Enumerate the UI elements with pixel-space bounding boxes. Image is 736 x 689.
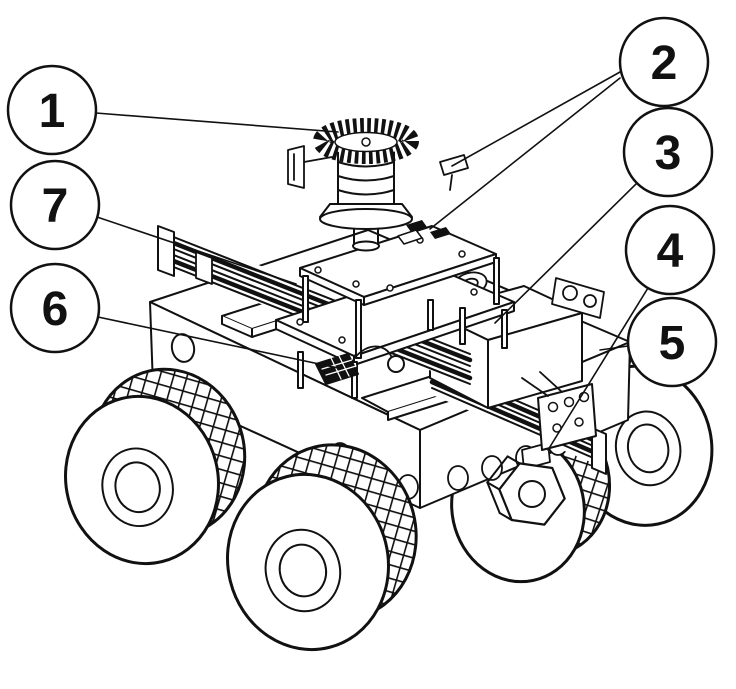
plate-module-b <box>406 220 427 232</box>
callout-6: 6 <box>9 262 101 354</box>
callout-5: 5 <box>626 296 718 388</box>
hub-hex <box>486 455 566 526</box>
leader-line-6 <box>97 316 339 369</box>
wheel-front-left <box>226 443 418 652</box>
antenna-bracket-left <box>287 145 333 189</box>
callout-7: 7 <box>9 159 101 251</box>
callout-4: 4 <box>624 204 716 296</box>
rail-end-cap-right <box>591 427 607 475</box>
plate-screws <box>296 236 478 344</box>
connector-cable <box>351 345 393 363</box>
callout-3-label: 3 <box>655 127 682 180</box>
callout-7-label: 7 <box>42 180 69 233</box>
power-connector <box>315 345 405 385</box>
callout-4-label: 4 <box>657 225 684 278</box>
leader-line-2b <box>429 77 621 230</box>
callout-3: 3 <box>622 106 714 198</box>
leader-line-7 <box>96 216 297 285</box>
leader-line-5 <box>599 345 629 351</box>
plate-module-c <box>430 227 451 239</box>
callouts: 1 2 3 4 5 6 7 <box>6 16 718 388</box>
callout-2: 2 <box>618 16 710 108</box>
callout-1: 1 <box>6 64 98 156</box>
callout-2-label: 2 <box>651 37 678 90</box>
mounting-plate-stack <box>275 220 515 399</box>
leader-line-3 <box>494 182 638 324</box>
rail-end-cap-left <box>157 225 175 277</box>
leader-line-2a <box>451 71 621 167</box>
rail-clamp <box>195 251 213 285</box>
front-sensor-bracket <box>521 371 597 470</box>
callout-5-label: 5 <box>659 317 686 370</box>
plate-module-a <box>397 229 423 245</box>
callout-1-label: 1 <box>39 85 66 138</box>
callout-6-label: 6 <box>42 283 69 336</box>
wheel-rear-left <box>64 367 247 566</box>
leader-lines <box>95 71 649 451</box>
leader-line-1 <box>95 112 339 133</box>
lidar-sensor <box>313 118 419 252</box>
leader-line-4 <box>547 287 649 451</box>
